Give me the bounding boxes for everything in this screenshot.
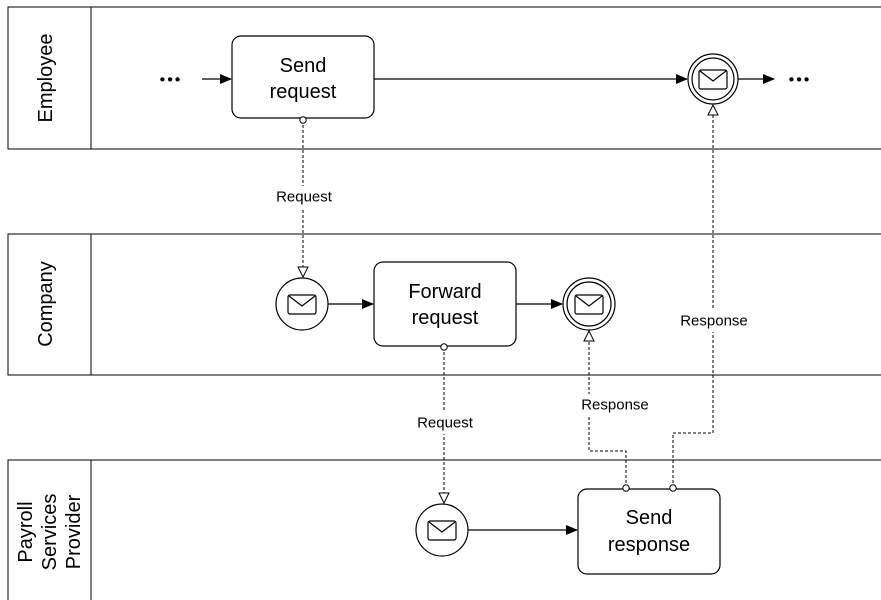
message-label-request-1: Request bbox=[276, 189, 333, 206]
svg-text:response: response bbox=[608, 534, 690, 556]
ellipsis-end: ••• bbox=[789, 72, 812, 89]
task-forward-request[interactable]: Forward request bbox=[373, 261, 517, 347]
intermediate-catch-event-response-employee bbox=[687, 53, 739, 105]
task-send-request[interactable]: Send request bbox=[231, 35, 375, 119]
lane-label-provider: Provider bbox=[63, 494, 85, 569]
message-flow-request-employee-to-company: Request bbox=[268, 120, 340, 277]
svg-text:request: request bbox=[270, 81, 337, 103]
lane-label-services: Services bbox=[39, 494, 61, 571]
intermediate-catch-event-response-company bbox=[562, 277, 616, 331]
task-send-response[interactable]: Send response bbox=[577, 488, 721, 575]
envelope-icon bbox=[427, 520, 457, 541]
svg-text:request: request bbox=[412, 307, 479, 329]
ellipsis-start: ••• bbox=[160, 72, 183, 89]
lane-label-employee: Employee bbox=[35, 34, 57, 123]
message-flow-response-provider-to-employee: Response bbox=[672, 105, 758, 488]
message-label-response-1: Response bbox=[581, 397, 649, 414]
envelope-icon bbox=[574, 294, 604, 315]
svg-text:Forward: Forward bbox=[408, 281, 481, 303]
message-start-event-payroll bbox=[415, 503, 469, 557]
lane-payroll-services-provider: Payroll Services Provider bbox=[7, 459, 881, 600]
envelope-icon bbox=[698, 69, 728, 90]
svg-text:Send: Send bbox=[626, 507, 673, 529]
lane-label-payroll: Payroll bbox=[15, 501, 37, 562]
message-flow-response-provider-to-company: Response bbox=[572, 331, 658, 488]
svg-text:Send: Send bbox=[280, 55, 327, 77]
lane-label-company: Company bbox=[35, 261, 57, 347]
message-flow-request-company-to-provider: Request bbox=[408, 347, 480, 503]
lane-employee: Employee bbox=[7, 6, 881, 150]
envelope-icon bbox=[287, 294, 317, 315]
message-start-event-company bbox=[275, 277, 329, 331]
message-label-request-2: Request bbox=[417, 415, 474, 432]
message-label-response-2: Response bbox=[680, 313, 748, 330]
